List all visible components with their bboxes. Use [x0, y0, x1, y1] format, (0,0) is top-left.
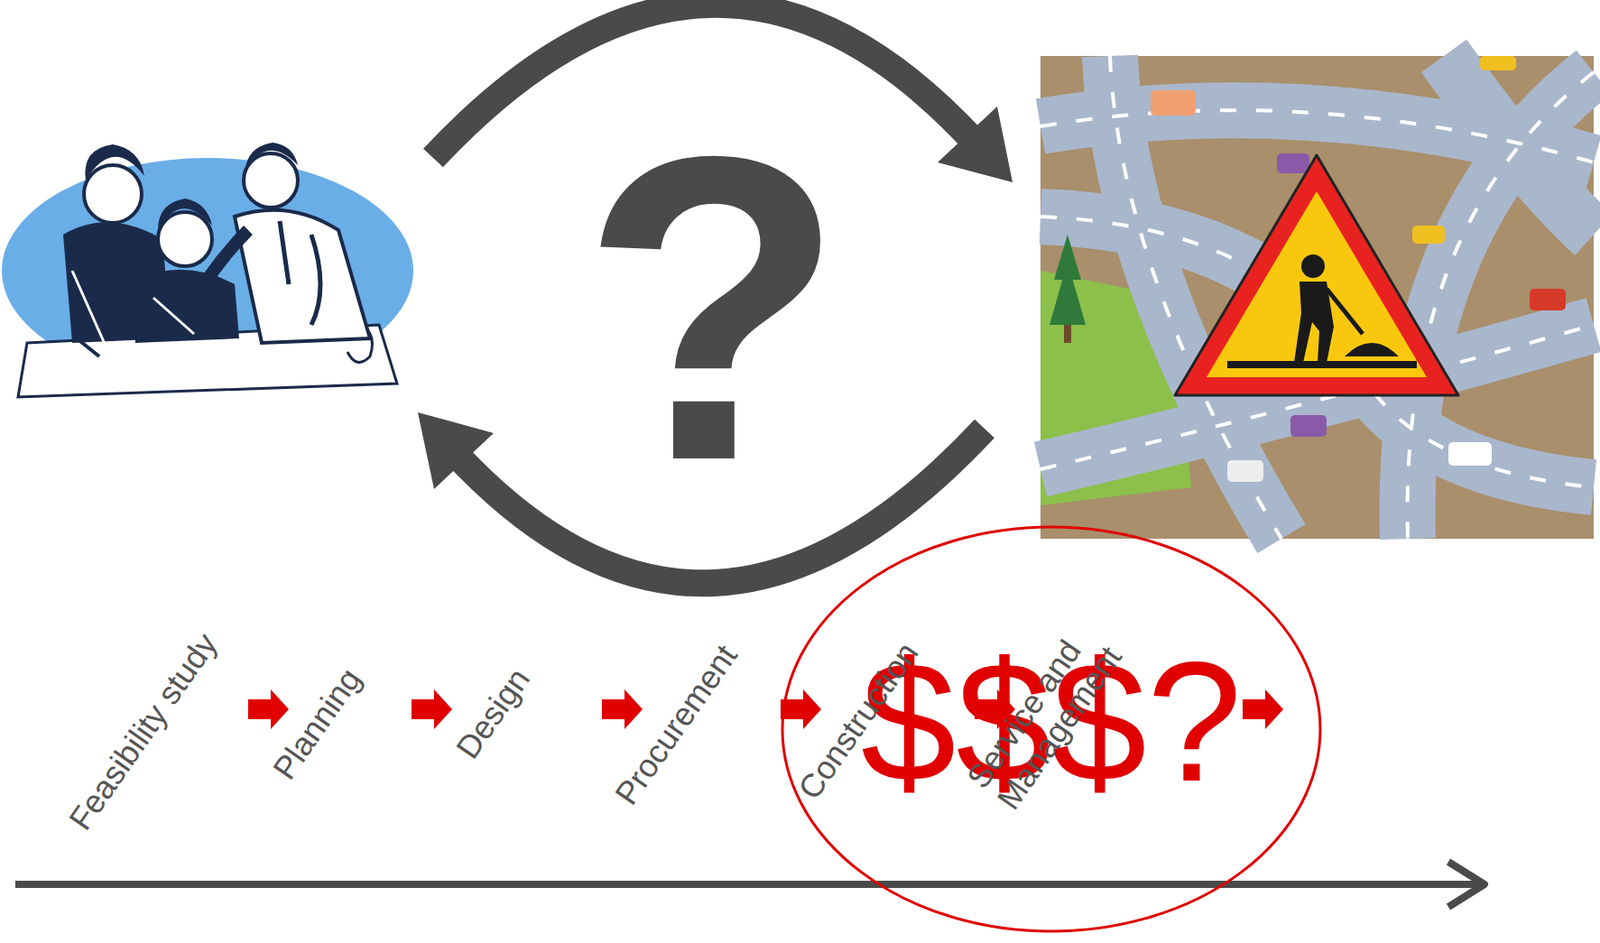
highway-illustration: [1040, 55, 1594, 539]
question-mark: ?: [580, 92, 845, 526]
time-axis: [15, 861, 1485, 907]
stage-label: Feasibility study: [61, 625, 225, 837]
stage-label: Design: [448, 660, 537, 766]
planners-illustration: [1, 142, 414, 398]
stage-label: Planning: [265, 660, 369, 787]
cycle-arrows: [417, 4, 1013, 583]
